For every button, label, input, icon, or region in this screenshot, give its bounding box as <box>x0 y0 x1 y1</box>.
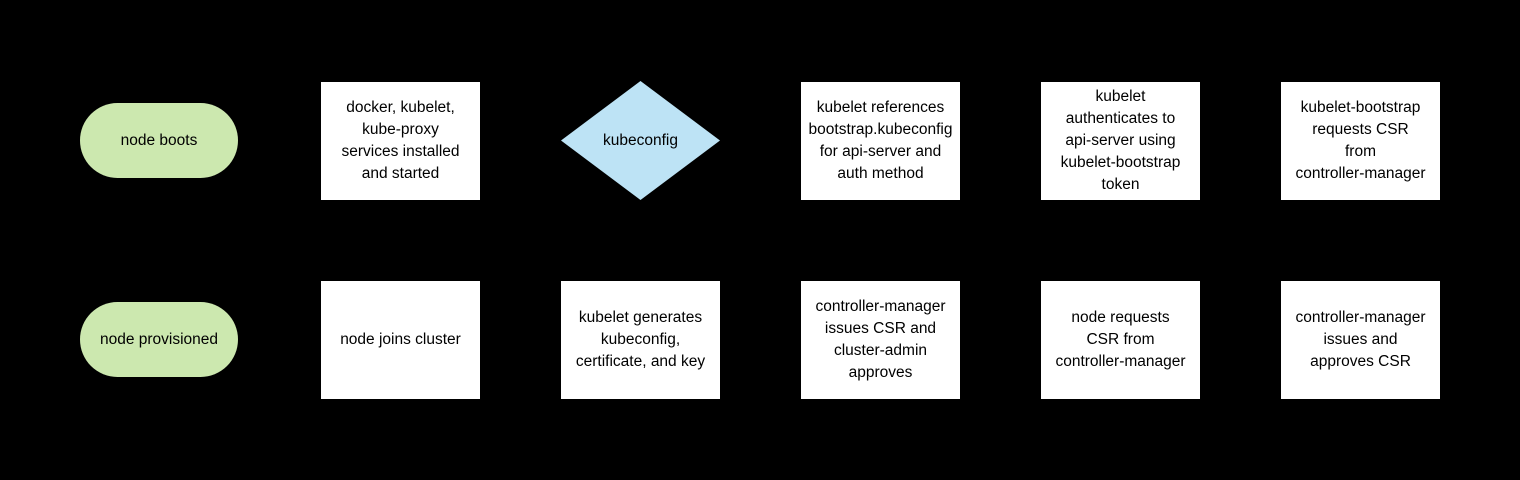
flow-node-cm-issues-approves-csr[interactable]: controller-manager issues and approves C… <box>1281 281 1440 399</box>
flow-node-label: node joins cluster <box>340 331 461 348</box>
flow-node-label: kubelet references bootstrap.kubeconfig … <box>808 99 953 182</box>
flow-node-label: controller-manager issues CSR and cluste… <box>815 298 946 381</box>
flow-node-label: kubelet generates kubeconfig, certificat… <box>575 309 706 370</box>
flow-node-node-joins-cluster[interactable]: node joins cluster <box>321 281 480 399</box>
flow-node-label: docker, kubelet, kube-proxy services ins… <box>341 99 460 182</box>
flow-node-label: kubelet-bootstrap requests CSR from cont… <box>1295 99 1426 182</box>
flow-node-label: kubelet authenticates to api-server usin… <box>1060 88 1181 193</box>
flow-node-node-requests-csr[interactable]: node requests CSR from controller-manage… <box>1041 281 1200 399</box>
flow-node-bootstrap-requests-csr[interactable]: kubelet-bootstrap requests CSR from cont… <box>1281 82 1440 200</box>
flow-node-kubelet-generates[interactable]: kubelet generates kubeconfig, certificat… <box>561 281 720 399</box>
flow-node-label: node provisioned <box>99 330 219 348</box>
flow-node-label: controller-manager issues and approves C… <box>1295 309 1426 370</box>
flow-node-node-provisioned[interactable]: node provisioned <box>80 302 238 377</box>
flow-node-node-boots[interactable]: node boots <box>80 103 238 178</box>
flow-node-label: node boots <box>120 131 198 149</box>
decision-diamond-shape <box>561 81 720 200</box>
flow-node-cm-issues-csr-admin-approves[interactable]: controller-manager issues CSR and cluste… <box>801 281 960 399</box>
flow-node-label: kubeconfig <box>603 131 678 149</box>
flow-node-kubeconfig-decision[interactable]: kubeconfig <box>561 81 720 200</box>
flow-node-label: node requests CSR from controller-manage… <box>1055 309 1186 370</box>
flow-node-kubelet-references-bootstrap[interactable]: kubelet references bootstrap.kubeconfig … <box>801 82 960 200</box>
flow-node-services-installed[interactable]: docker, kubelet, kube-proxy services ins… <box>321 82 480 200</box>
flow-node-kubelet-authenticates[interactable]: kubelet authenticates to api-server usin… <box>1041 82 1200 200</box>
